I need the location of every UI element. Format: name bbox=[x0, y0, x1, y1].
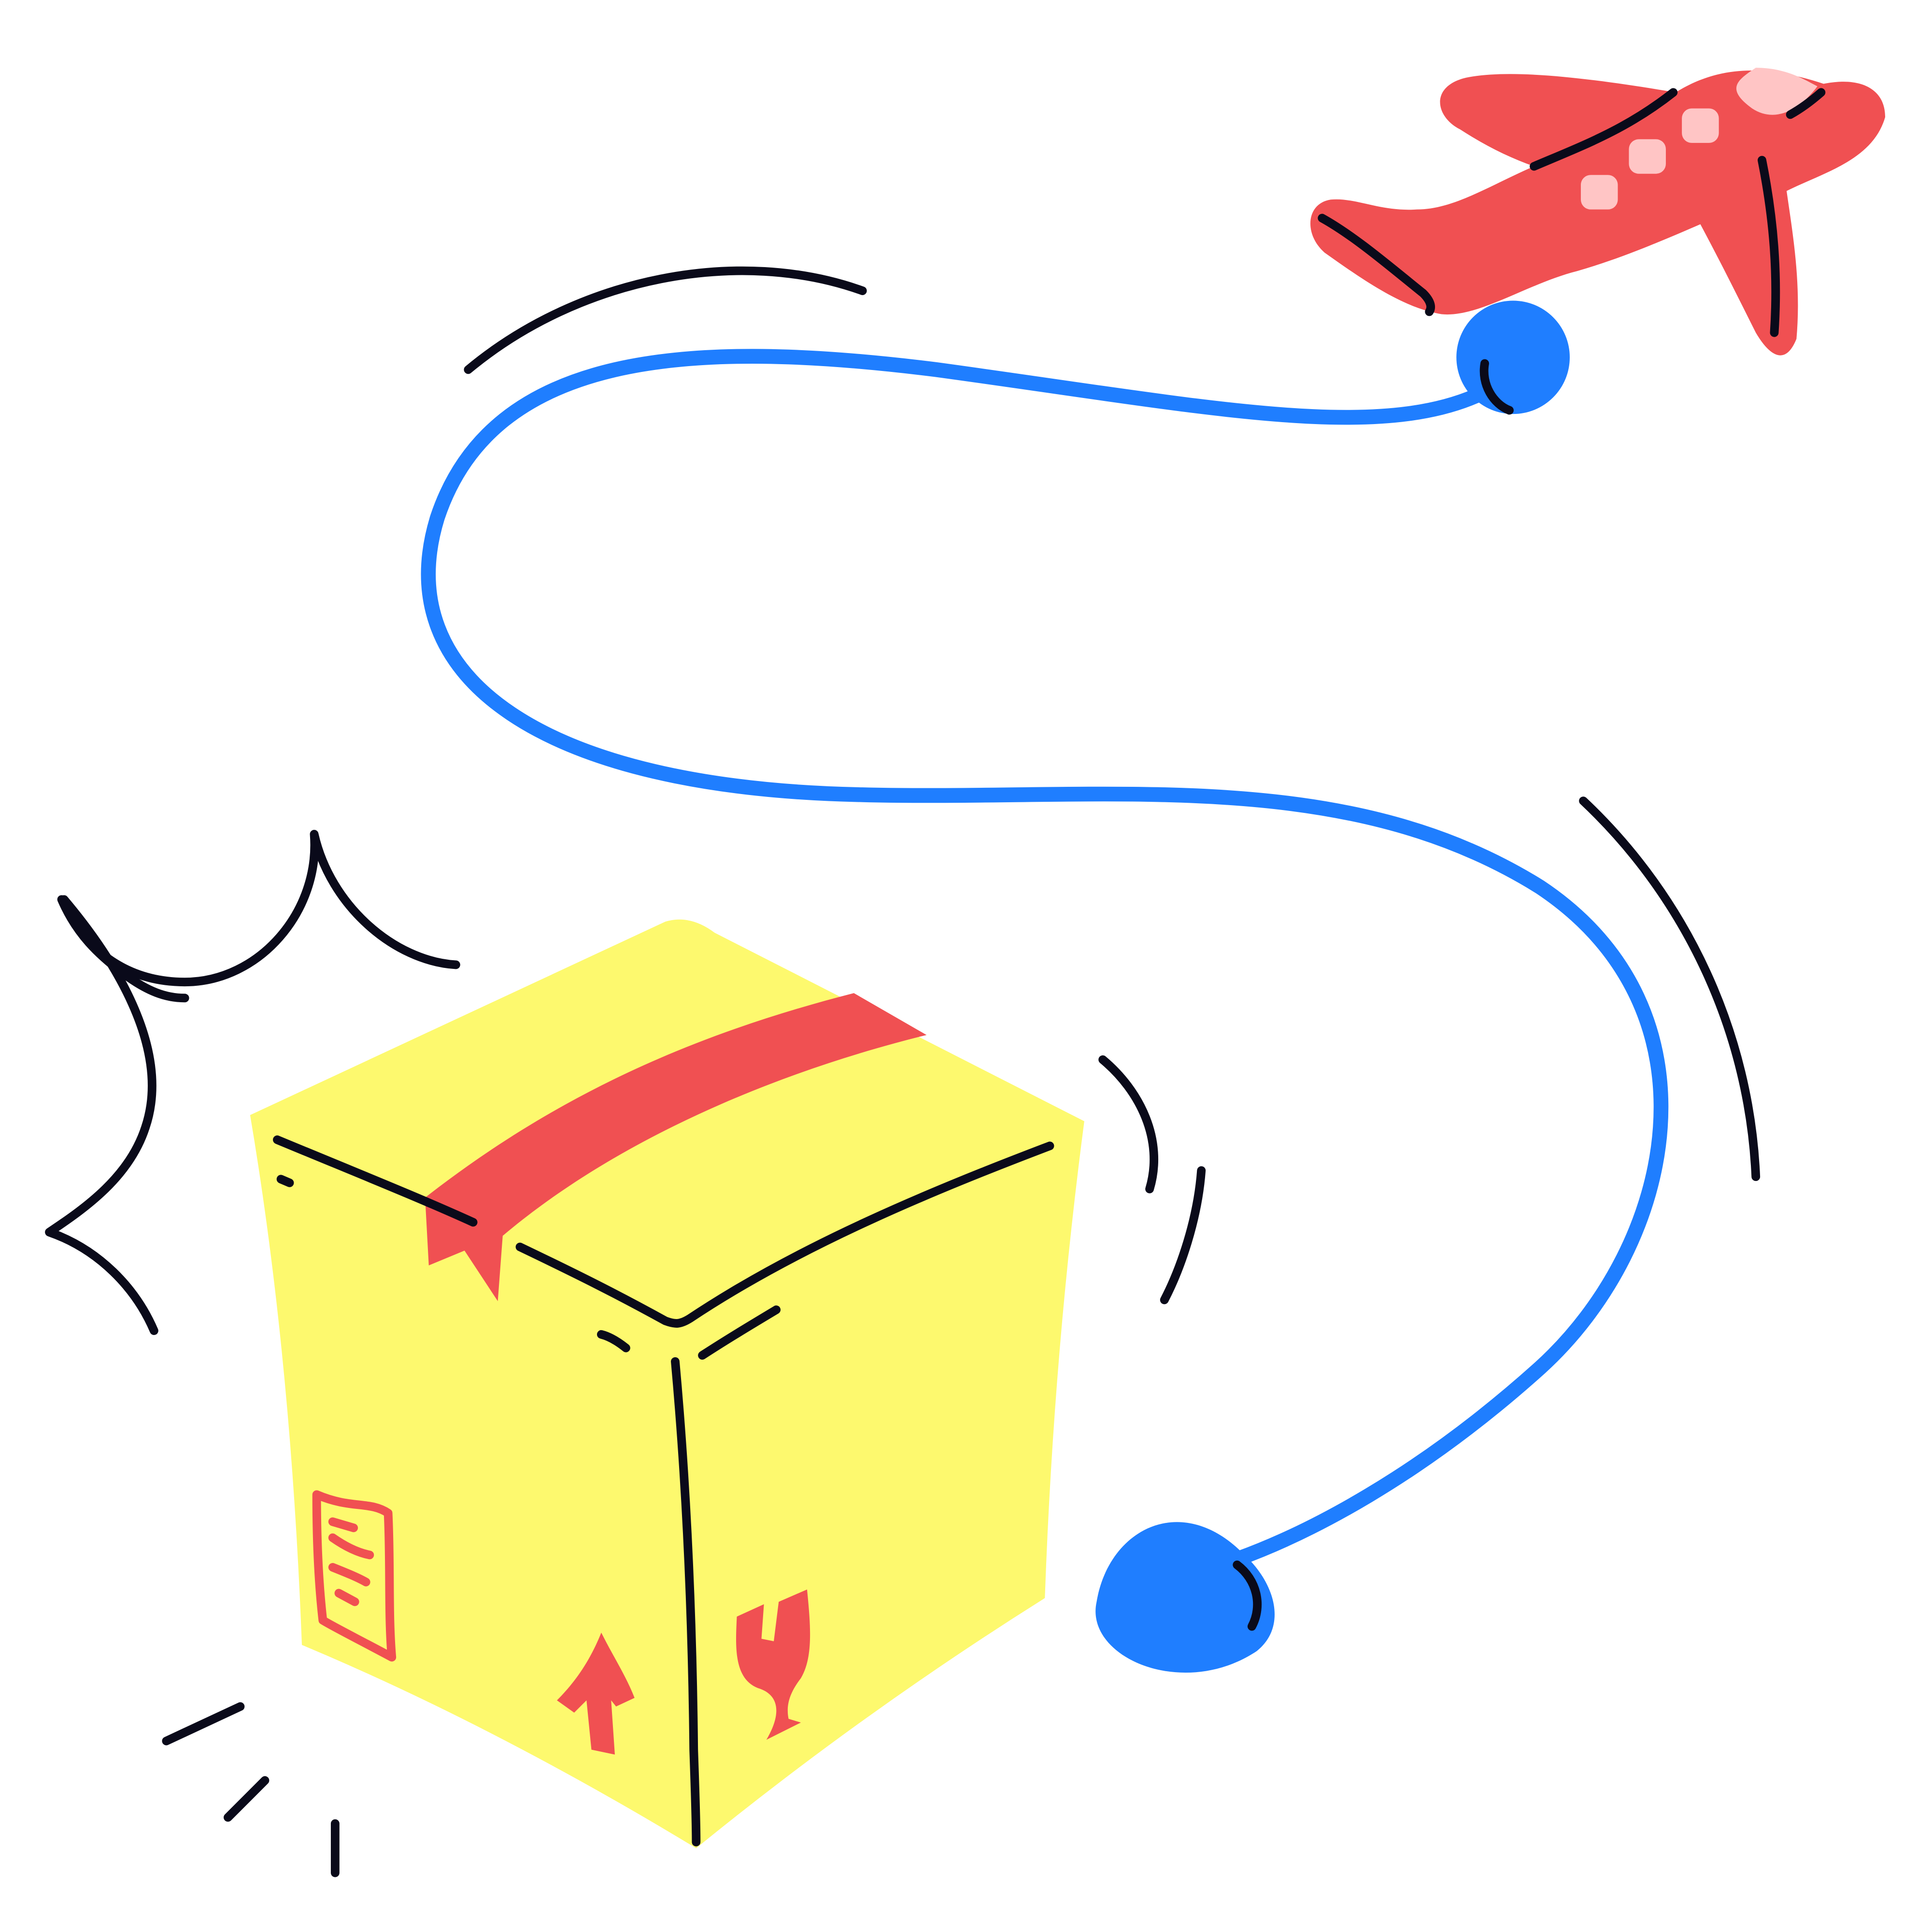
burst-lines-left bbox=[45, 830, 460, 1877]
route-start-dot-outline bbox=[1479, 359, 1514, 415]
route-start-dot bbox=[1456, 300, 1570, 414]
route-end-dot-outline bbox=[1233, 1560, 1262, 1631]
route-end-dot bbox=[1095, 1522, 1275, 1673]
fragile-icon bbox=[736, 1589, 810, 1740]
package-box bbox=[250, 919, 1084, 1848]
motion-arcs-right bbox=[1098, 796, 1761, 1305]
plane-windows bbox=[1580, 68, 1818, 210]
this-side-up-icon bbox=[557, 1633, 635, 1755]
shipping-label bbox=[312, 1490, 397, 1662]
motion-arc-top bbox=[464, 266, 867, 374]
delivery-route bbox=[421, 349, 1669, 1566]
airplane-icon bbox=[1310, 68, 1886, 355]
tape bbox=[425, 993, 927, 1301]
